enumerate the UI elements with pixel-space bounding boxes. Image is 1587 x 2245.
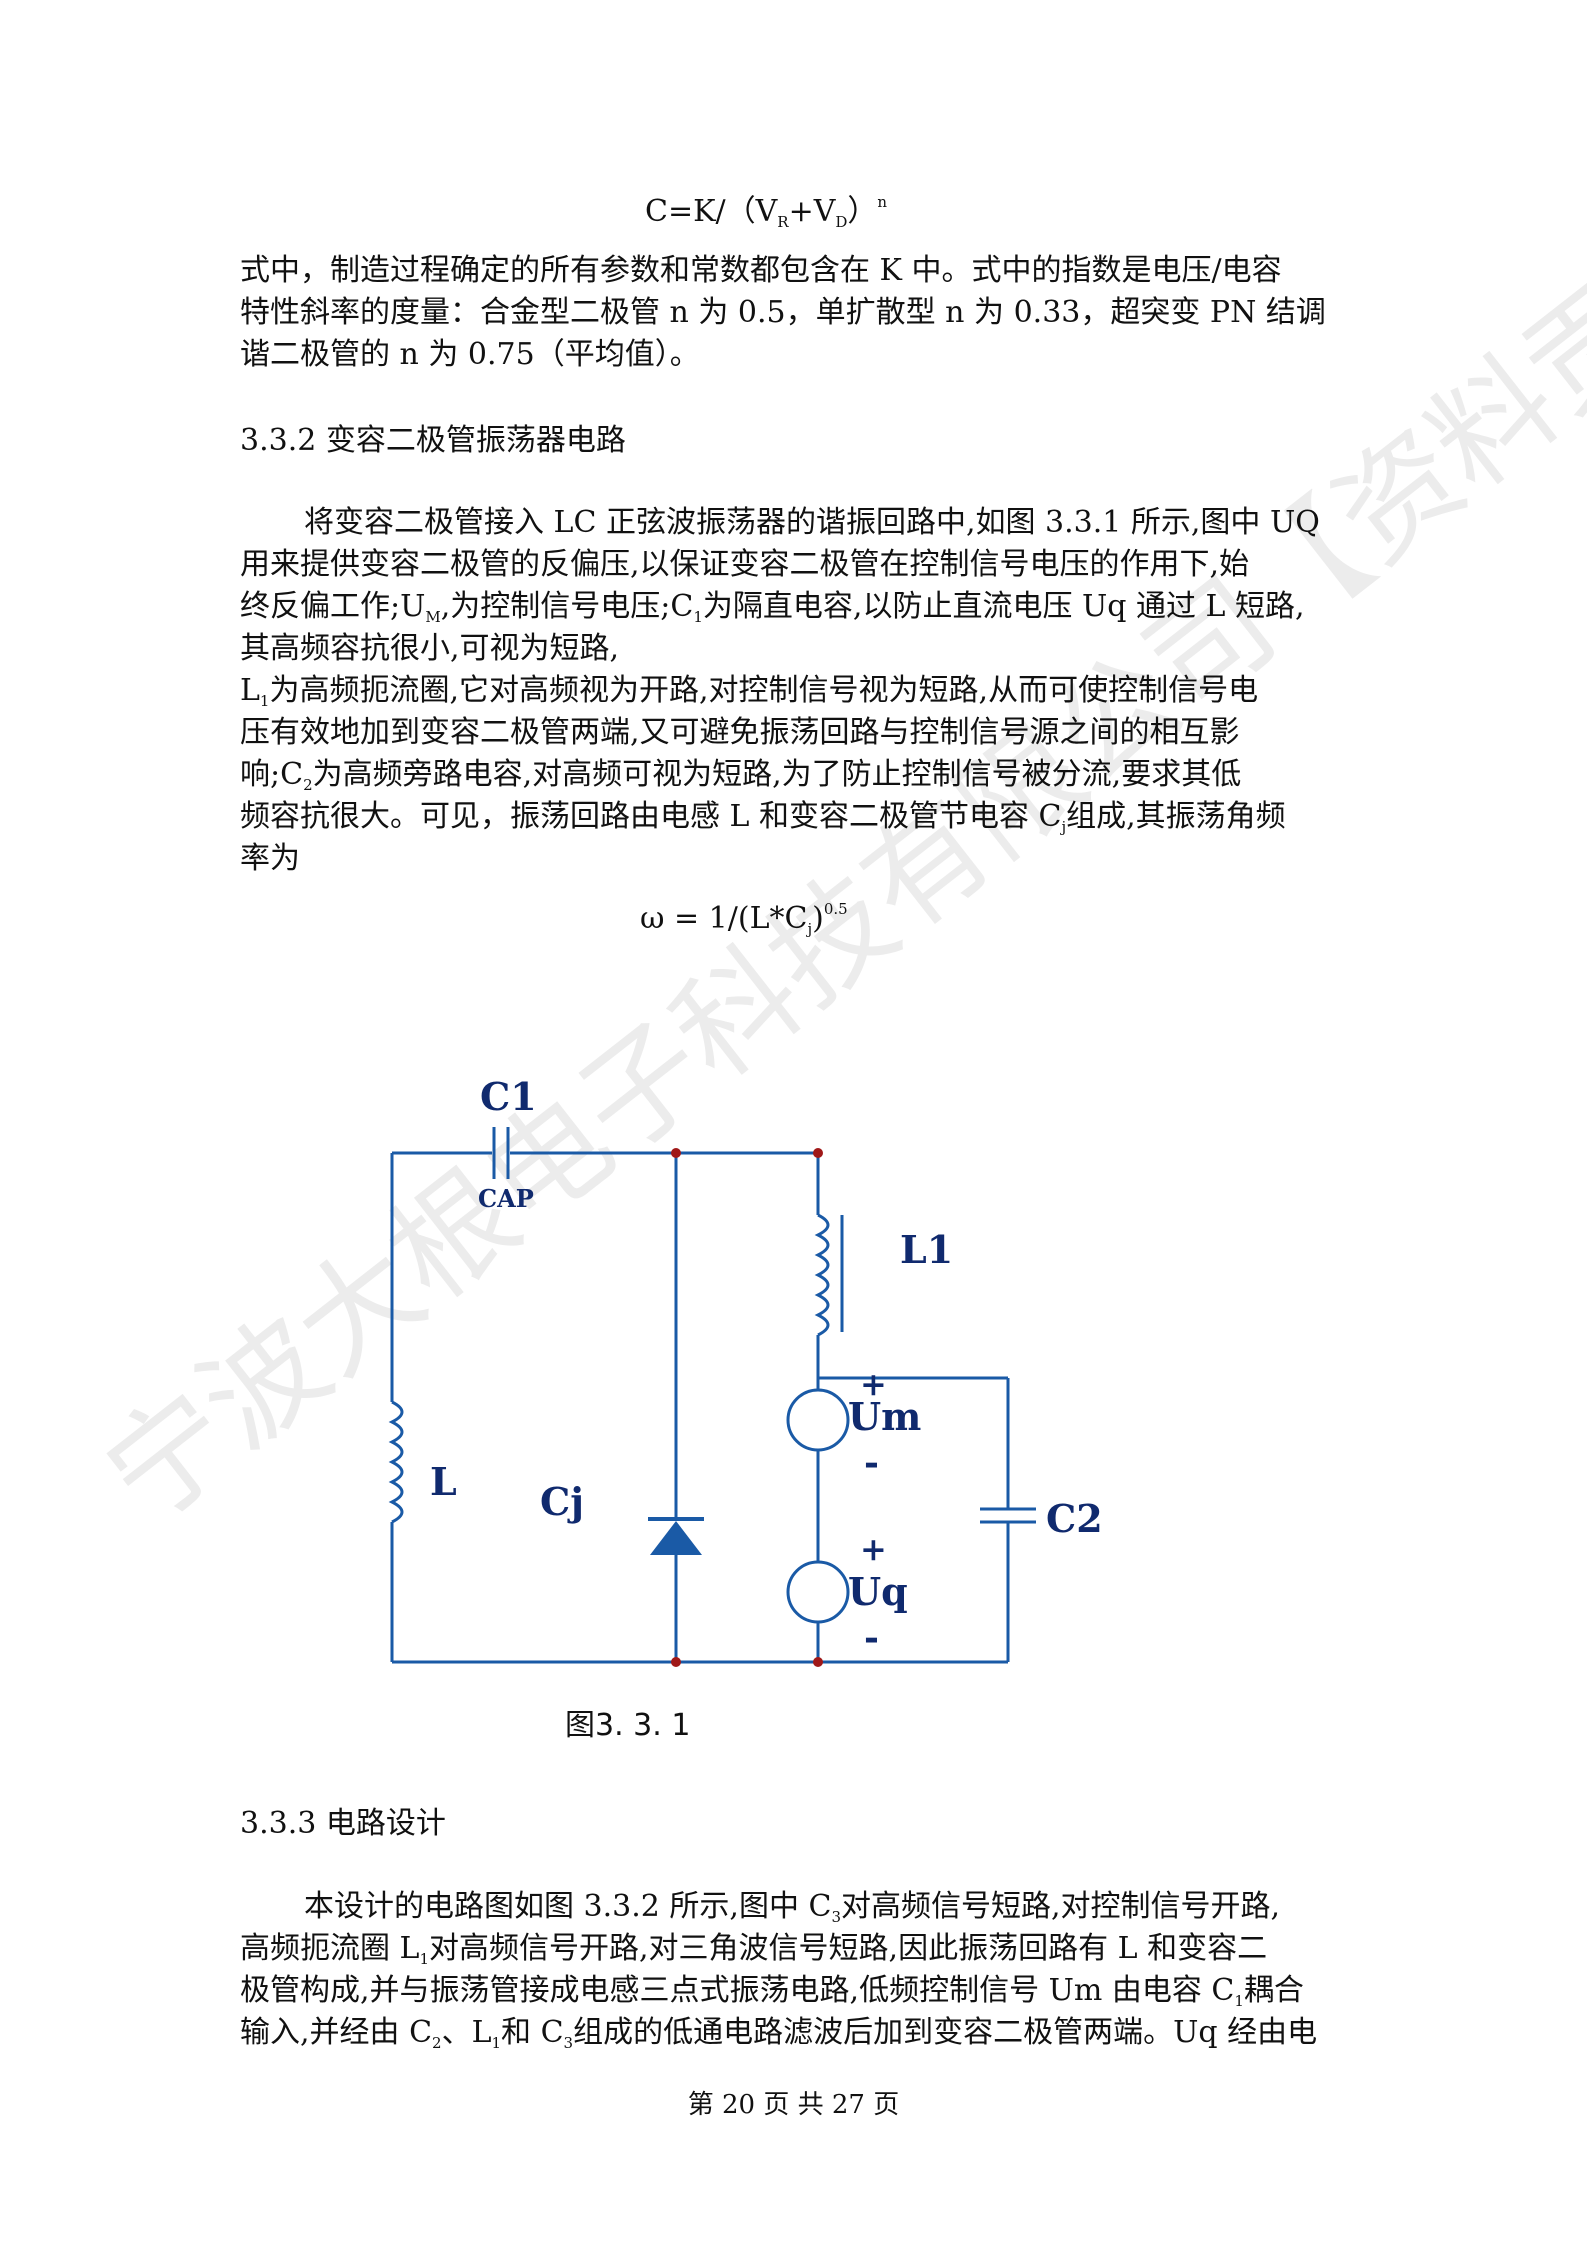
text-line: 极管构成,并与振荡管接成电感三点式振荡电路,低频控制信号 Um 由电容 C1耦合 bbox=[240, 1970, 1350, 2012]
um-minus: - bbox=[864, 1442, 879, 1484]
text-run: 组成的低通电路滤波后加到变容二极管两端。Uq 经由电 bbox=[573, 2015, 1318, 2050]
figure-caption: 图3. 3. 1 bbox=[565, 1708, 690, 1743]
formula-exponent: 0.5 bbox=[823, 900, 848, 918]
text-line: L1为高频扼流圈,它对高频视为开路,对控制信号视为短路,从而可使控制信号电 bbox=[240, 670, 1350, 712]
formula-sub: D bbox=[835, 213, 848, 231]
subscript: 2 bbox=[432, 2034, 442, 2052]
label-um: Um bbox=[848, 1394, 921, 1439]
text-run: 频容抗很大。可见，振荡回路由电感 L 和变容二极管节电容 C bbox=[240, 799, 1062, 834]
text-run: 高频扼流圈 L bbox=[240, 1931, 420, 1966]
node bbox=[671, 1657, 681, 1667]
text-line: 谐二极管的 n 为 0.75（平均值）。 bbox=[240, 337, 700, 372]
text-run: 为隔直电容,以防止直流电压 Uq 通过 L 短路, bbox=[702, 589, 1305, 624]
text-line: 率为 bbox=[240, 841, 300, 876]
uq-plus: + bbox=[860, 1530, 887, 1568]
formula-part: C=K/（V bbox=[645, 194, 778, 229]
label-l: L bbox=[430, 1459, 457, 1504]
text-run: 为高频扼流圈,它对高频视为开路,对控制信号视为短路,从而可使控制信号电 bbox=[269, 673, 1259, 708]
section-heading-332: 3.3.2 变容二极管振荡器电路 bbox=[240, 423, 626, 458]
text-run: ,为控制信号电压;C bbox=[440, 589, 694, 624]
text-line: 终反偏工作;UM,为控制信号电压;C1为隔直电容,以防止直流电压 Uq 通过 L… bbox=[240, 586, 1350, 628]
text-run: 和 C bbox=[501, 2015, 564, 2050]
um-plus: + bbox=[860, 1365, 887, 1403]
inductor-l1 bbox=[814, 1213, 830, 1337]
text-line: 特性斜率的度量：合金型二极管 n 为 0.5，单扩散型 n 为 0.33，超突变… bbox=[240, 295, 1326, 330]
subscript: 3 bbox=[831, 1908, 841, 1926]
varactor-diode bbox=[650, 1521, 702, 1555]
formula-part: ） bbox=[847, 194, 878, 229]
label-c2: C2 bbox=[1046, 1496, 1103, 1541]
text-line: 高频扼流圈 L1对高频信号开路,对三角波信号短路,因此振荡回路有 L 和变容二 bbox=[240, 1928, 1350, 1970]
text-line: 响;C2为高频旁路电容,对高频可视为短路,为了防止控制信号被分流,要求其低 bbox=[240, 754, 1350, 796]
formula-part: +V bbox=[788, 194, 836, 229]
paragraph-3: 本设计的电路图如图 3.3.2 所示,图中 C3对高频信号短路,对控制信号开路,… bbox=[240, 1886, 1350, 2054]
text-run: 耦合 bbox=[1243, 1973, 1304, 2008]
label-cj: Cj bbox=[540, 1479, 584, 1524]
label-l1: L1 bbox=[900, 1227, 953, 1272]
label-cap: CAP bbox=[478, 1184, 534, 1213]
subscript: j bbox=[1061, 818, 1067, 836]
text-run: 组成,其振荡角频 bbox=[1066, 799, 1286, 834]
text-line: 本设计的电路图如图 3.3.2 所示,图中 C3对高频信号短路,对控制信号开路, bbox=[240, 1886, 1350, 1928]
node bbox=[813, 1148, 823, 1158]
text-run: 本设计的电路图如图 3.3.2 所示,图中 C bbox=[304, 1889, 832, 1924]
subscript: 1 bbox=[491, 2034, 502, 2052]
text-line: 压有效地加到变容二极管两端,又可避免振荡回路与控制信号源之间的相互影 bbox=[240, 715, 1240, 750]
subscript: 1 bbox=[693, 608, 703, 626]
subscript: 3 bbox=[563, 2034, 574, 2052]
text-run: 终反偏工作;U bbox=[240, 589, 426, 624]
subscript: M bbox=[425, 608, 441, 626]
inductor-l bbox=[388, 1400, 404, 1524]
formula-part: ) bbox=[812, 901, 824, 936]
text-line: 用来提供变容二极管的反偏压,以保证变容二极管在控制信号电压的作用下,始 bbox=[240, 547, 1250, 582]
formula-sub: j bbox=[807, 920, 813, 938]
section-heading-333: 3.3.3 电路设计 bbox=[240, 1806, 446, 1841]
label-c1: C1 bbox=[480, 1074, 537, 1119]
label-uq: Uq bbox=[848, 1569, 908, 1614]
text-run: L bbox=[240, 673, 260, 708]
text-line: 式中，制造过程确定的所有参数和常数都包含在 K 中。式中的指数是电压/电容 bbox=[240, 253, 1282, 288]
um-source bbox=[786, 1388, 850, 1452]
page-footer: 第 20 页 共 27 页 bbox=[687, 2090, 900, 2120]
subscript: 2 bbox=[303, 776, 313, 794]
node bbox=[813, 1657, 823, 1667]
formula-capacitance: C=K/（VR+VD）n bbox=[645, 186, 887, 231]
text-run: 响;C bbox=[240, 757, 304, 792]
text-run: 对高频信号开路,对三角波信号短路,因此振荡回路有 L 和变容二 bbox=[429, 1931, 1268, 1966]
formula-sub: R bbox=[777, 213, 789, 231]
formula-part: ω = 1/(L*C bbox=[640, 901, 808, 936]
uq-minus: - bbox=[864, 1617, 879, 1659]
text-run: 输入,并经由 C bbox=[240, 2015, 433, 2050]
text-run: 为高频旁路电容,对高频可视为短路,为了防止控制信号被分流,要求其低 bbox=[312, 757, 1242, 792]
formula-omega: ω = 1/(L*Cj)0.5 bbox=[640, 900, 848, 938]
subscript: 1 bbox=[419, 1950, 430, 1968]
subscript: 1 bbox=[259, 692, 270, 710]
formula-exponent: n bbox=[877, 193, 888, 211]
paragraph-2: 将变容二极管接入 LC 正弦波振荡器的谐振回路中,如图 3.3.1 所示,图中 … bbox=[240, 502, 1350, 880]
text-line: 频容抗很大。可见，振荡回路由电感 L 和变容二极管节电容 Cj组成,其振荡角频 bbox=[240, 796, 1350, 838]
uq-source bbox=[786, 1560, 850, 1624]
text-line: 输入,并经由 C2、L1和 C3组成的低通电路滤波后加到变容二极管两端。Uq 经… bbox=[240, 2012, 1350, 2054]
circuit-figure: C1 CAP L1 L Cj Um Uq C2 + - + - 图3. 3. 1 bbox=[388, 1074, 1103, 1743]
text-run: 对高频信号短路,对控制信号开路, bbox=[840, 1889, 1281, 1924]
paragraph-1: 式中，制造过程确定的所有参数和常数都包含在 K 中。式中的指数是电压/电容 特性… bbox=[240, 250, 1350, 376]
node bbox=[671, 1148, 681, 1158]
text-run: 、L bbox=[441, 2015, 492, 2050]
subscript: 1 bbox=[1234, 1992, 1244, 2010]
text-run: 极管构成,并与振荡管接成电感三点式振荡电路,低频控制信号 Um 由电容 C bbox=[240, 1973, 1235, 2008]
text-line: 其高频容抗很小,可视为短路, bbox=[240, 631, 620, 666]
text-line: 将变容二极管接入 LC 正弦波振荡器的谐振回路中,如图 3.3.1 所示,图中 … bbox=[304, 505, 1320, 540]
